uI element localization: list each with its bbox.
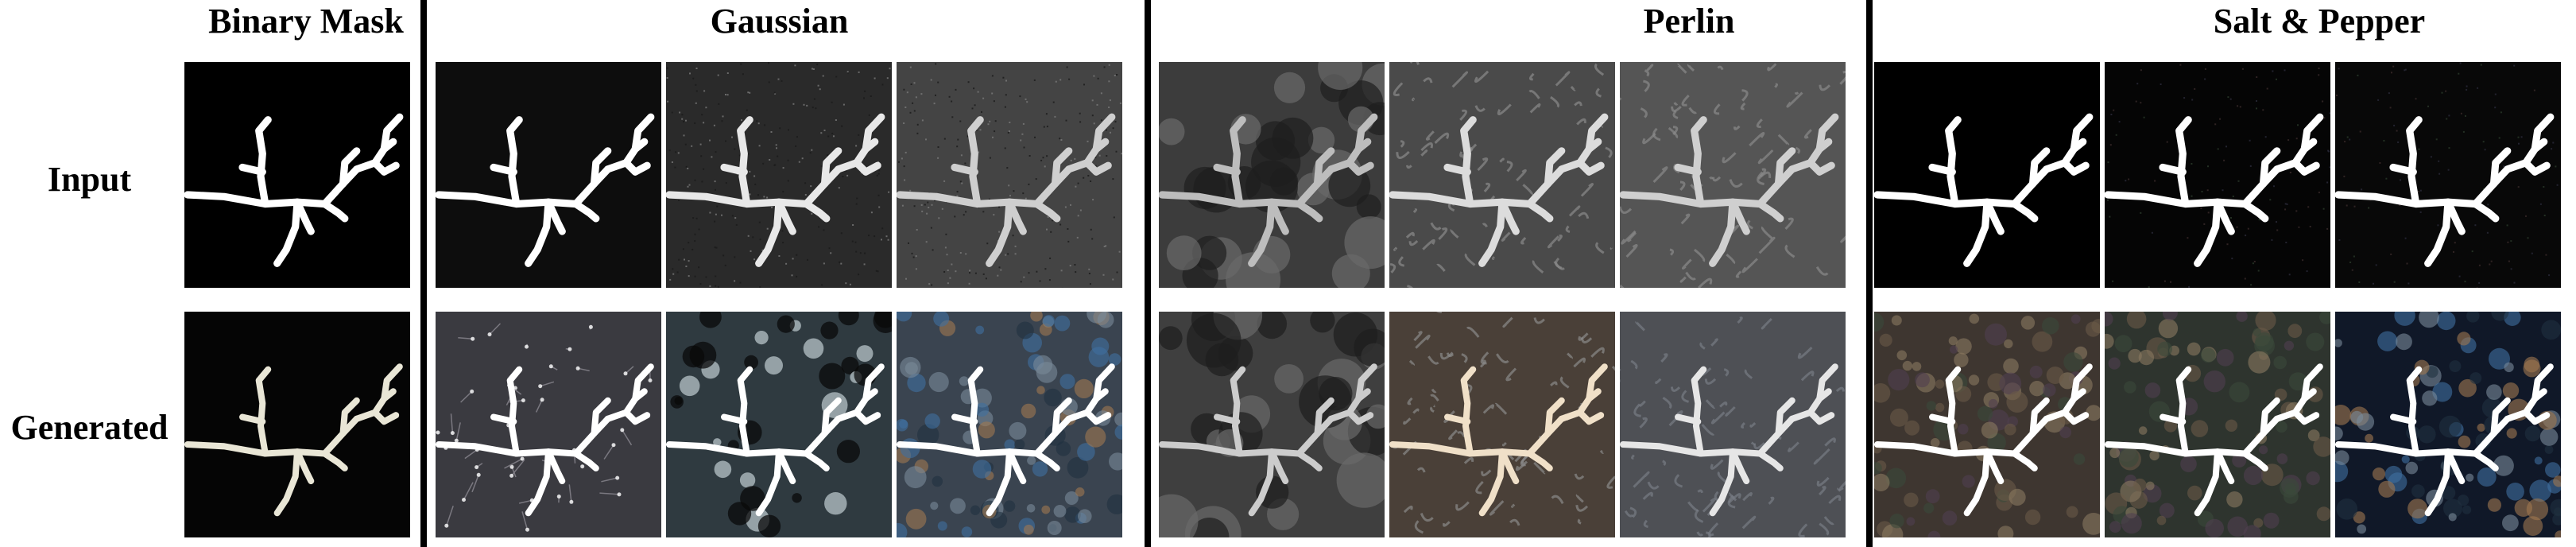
tile-input-saltpepper-8 [2105,62,2330,288]
tile-generated-saltpepper-7 [1874,312,2100,537]
group-separator [1145,0,1151,547]
tile-generated-perlin-4 [1159,312,1385,537]
tile-generated-binary-0 [184,312,410,537]
header-perlin: Perlin [1643,2,1735,41]
tile-generated-perlin-5 [1389,312,1615,537]
header-binary-mask: Binary Mask [208,2,404,41]
group-separator [1866,0,1873,547]
row-label-generated: Generated [10,408,169,447]
tile-input-saltpepper-7 [1874,62,2100,288]
header-gaussian: Gaussian [710,2,849,41]
tile-generated-saltpepper-9 [2335,312,2561,537]
tile-generated-perlin-6 [1620,312,1846,537]
tile-generated-gaussian-3 [897,312,1122,537]
tile-generated-saltpepper-8 [2105,312,2330,537]
tile-input-gaussian-1 [436,62,661,288]
header-salt-pepper: Salt & Pepper [2213,2,2426,41]
tile-input-perlin-4 [1159,62,1385,288]
tile-input-saltpepper-9 [2335,62,2561,288]
row-label-input: Input [47,160,132,199]
tile-generated-gaussian-1 [436,312,661,537]
tile-input-binary-0 [184,62,410,288]
tile-generated-gaussian-2 [666,312,892,537]
tile-input-gaussian-2 [666,62,892,288]
tile-input-gaussian-3 [897,62,1122,288]
tile-input-perlin-5 [1389,62,1615,288]
tile-input-perlin-6 [1620,62,1846,288]
group-separator [420,0,427,547]
